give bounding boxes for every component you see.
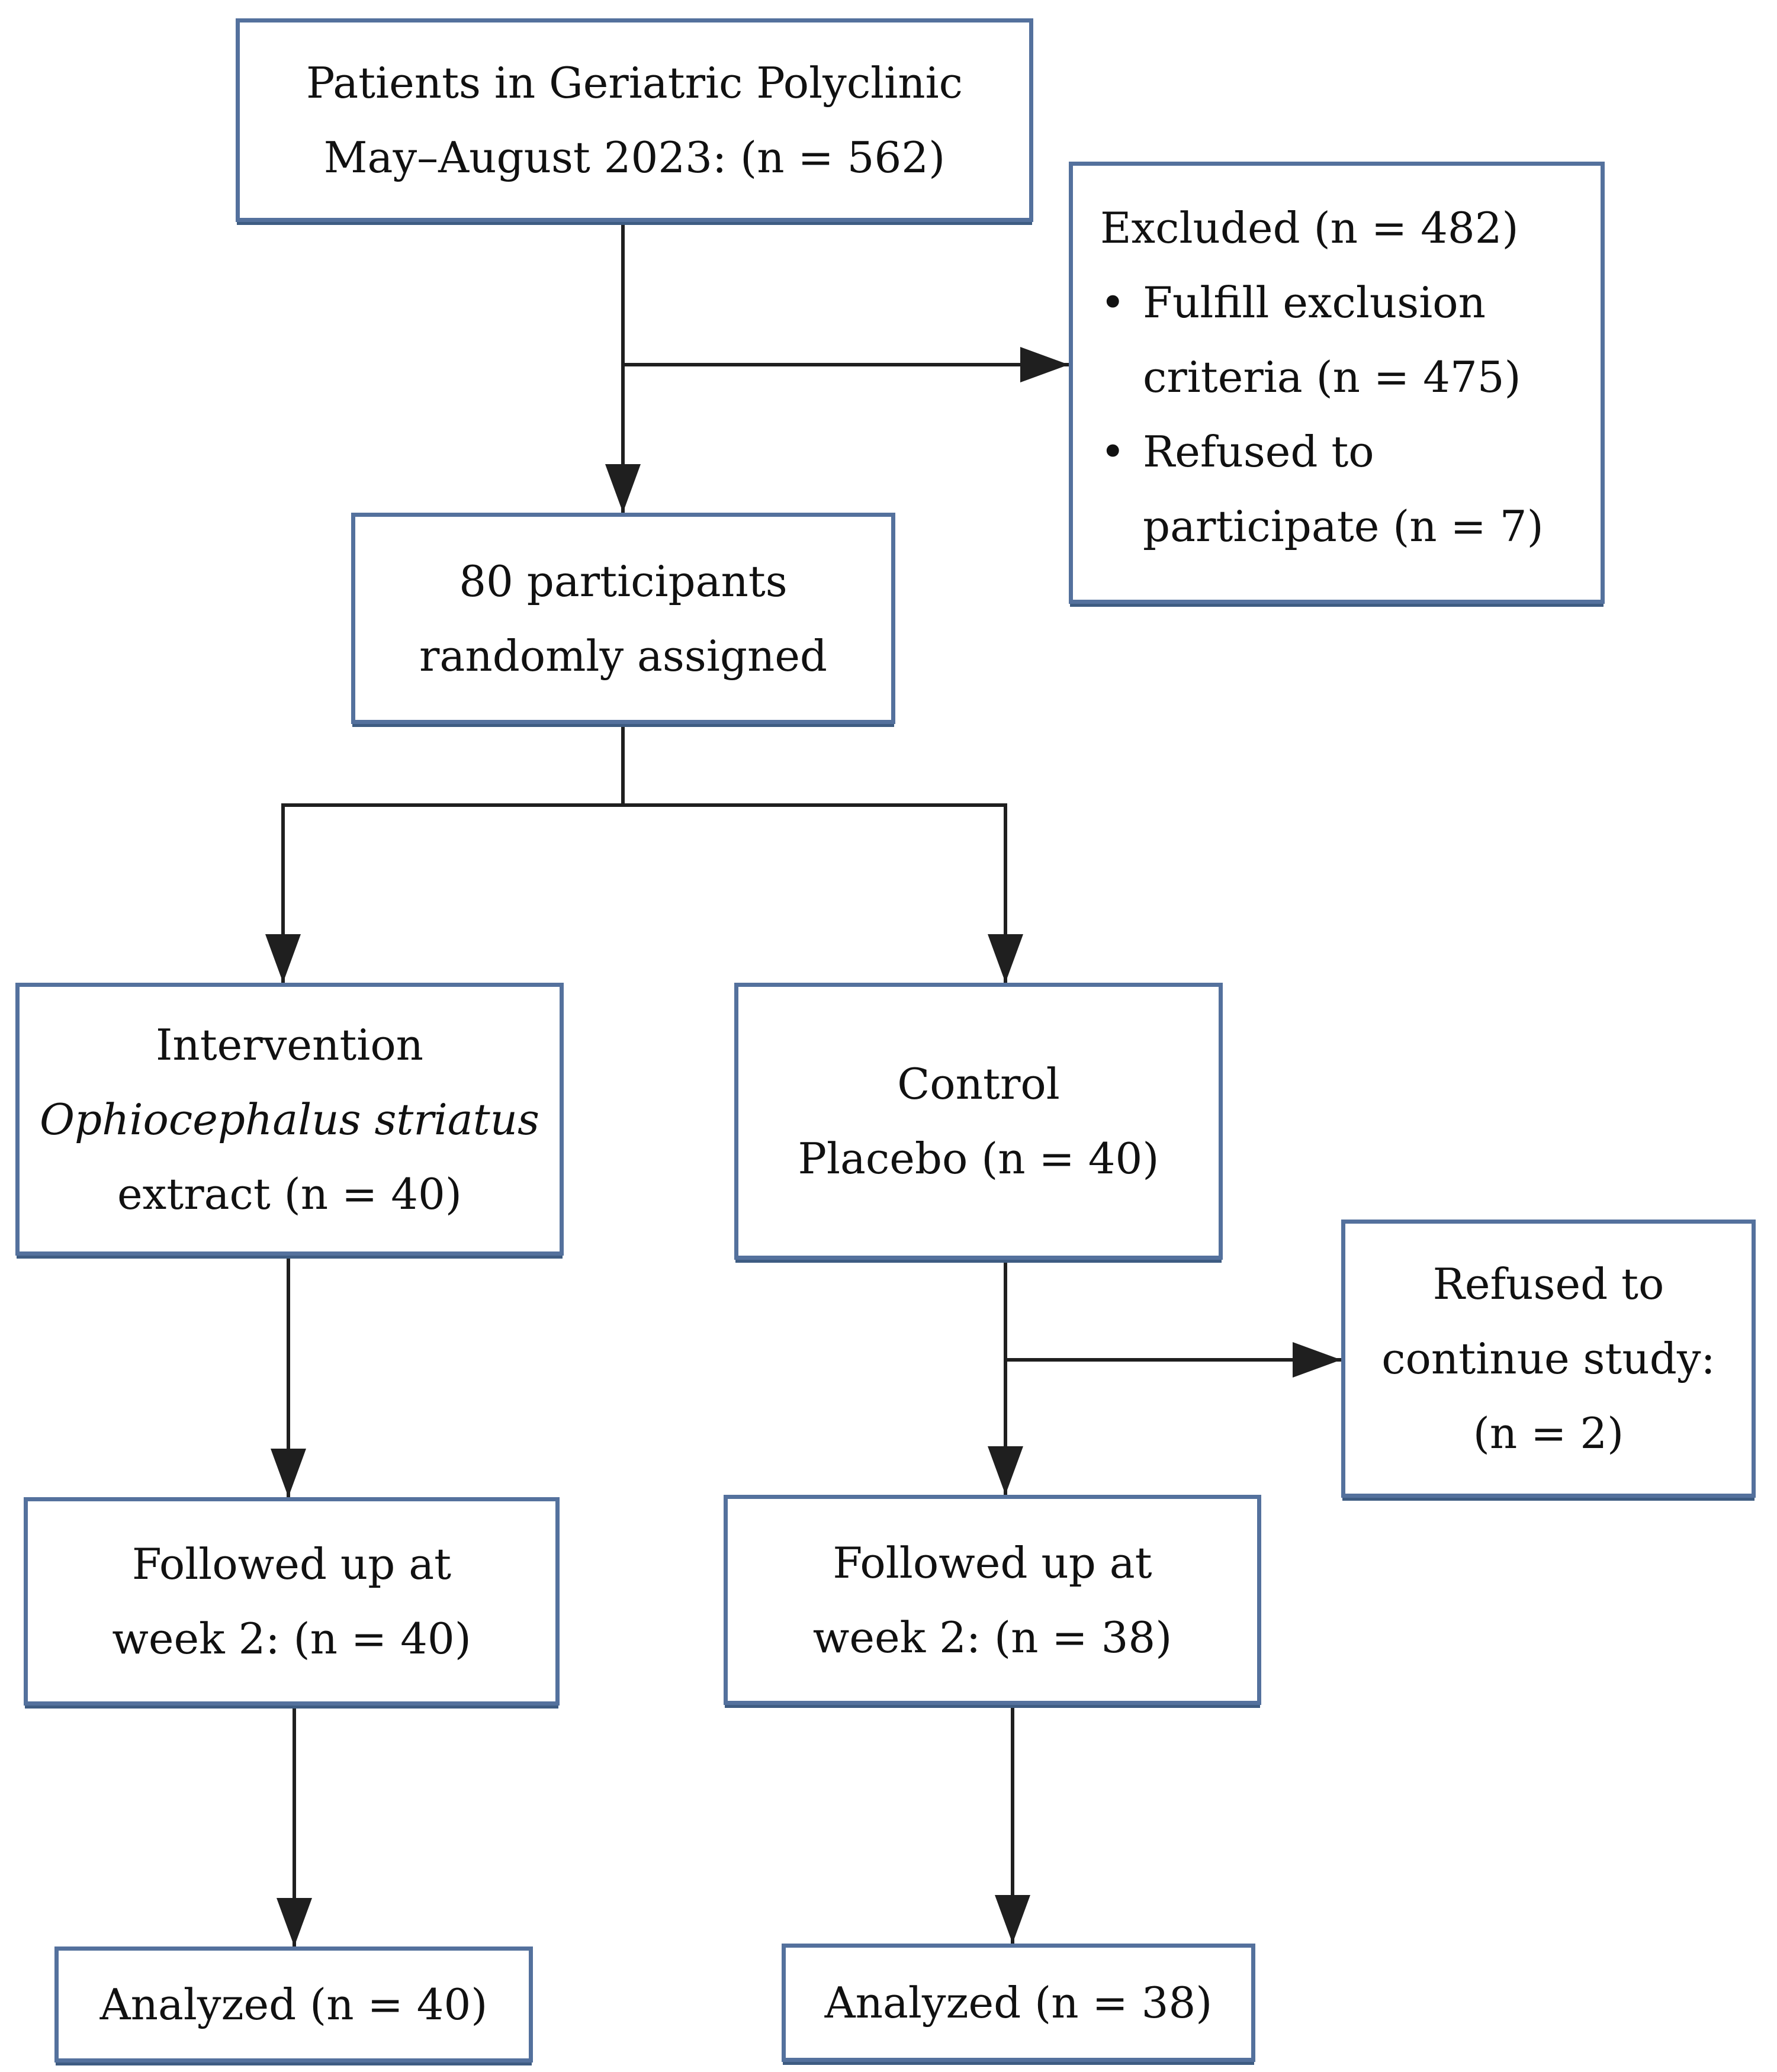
connector-split-horizontal	[281, 803, 1007, 807]
followup-intervention-box: Followed up at week 2: (n = 40)	[24, 1497, 560, 1706]
box-text-line: Intervention	[155, 1019, 424, 1070]
randomized-box: 80 participants randomly assigned	[351, 513, 895, 724]
analyzed-intervention-box: Analyzed (n = 40)	[54, 1946, 533, 2063]
box-text-line: Refused to	[1432, 1259, 1664, 1309]
box-text-line: criteria (n = 475)	[1143, 352, 1521, 402]
analyzed-control-box: Analyzed (n = 38)	[782, 1944, 1255, 2062]
bullet-icon: •	[1100, 427, 1126, 477]
arrow-down-icon	[988, 934, 1023, 983]
box-text-line: Analyzed (n = 38)	[824, 1978, 1213, 2028]
box-text-line: Placebo (n = 40)	[798, 1134, 1159, 1183]
excluded-title: Excluded (n = 482)	[1100, 203, 1519, 253]
arrow-down-icon	[265, 934, 301, 983]
excluded-bullet-item: • Refused to participate (n = 7)	[1100, 414, 1544, 564]
box-text-line: Fulfill exclusion	[1143, 278, 1486, 327]
excluded-box: Excluded (n = 482) • Fulfill exclusion c…	[1069, 162, 1605, 604]
connector-enrollment-to-randomized	[621, 222, 625, 513]
refused-to-continue-box: Refused to continue study: (n = 2)	[1341, 1220, 1756, 1498]
box-text-line: Refused to	[1143, 427, 1374, 477]
box-text-line: (n = 2)	[1473, 1408, 1624, 1458]
box-text-line: continue study:	[1381, 1334, 1715, 1384]
arrow-down-icon	[271, 1449, 306, 1497]
box-text-line: week 2: (n = 38)	[812, 1612, 1172, 1662]
connector-followup-to-analyzed-right	[1011, 1705, 1014, 1944]
species-name-text: Ophiocephalus striatus	[40, 1094, 539, 1144]
connector-followup-to-analyzed-left	[293, 1706, 296, 1946]
box-text-line: Analyzed (n = 40)	[99, 1980, 488, 2029]
connector-split-to-intervention	[281, 803, 285, 983]
arrow-down-icon	[277, 1898, 312, 1946]
connector-intervention-to-followup	[287, 1256, 290, 1497]
arrow-down-icon	[995, 1895, 1030, 1944]
connector-randomized-to-split	[621, 724, 625, 807]
box-text-line: Patients in Geriatric Polyclinic	[306, 58, 963, 108]
box-text-line: participate (n = 7)	[1143, 501, 1544, 551]
enrollment-box: Patients in Geriatric Polyclinic May–Aug…	[236, 18, 1033, 222]
box-text-line: Control	[897, 1059, 1060, 1109]
bullet-icon: •	[1100, 278, 1126, 327]
arrow-down-icon	[988, 1446, 1023, 1495]
arrow-down-icon	[605, 464, 641, 513]
arrow-right-icon	[1020, 347, 1069, 382]
box-text-line: randomly assigned	[419, 630, 828, 681]
control-box: Control Placebo (n = 40)	[734, 983, 1223, 1260]
box-text-line: May–August 2023: (n = 562)	[323, 133, 946, 182]
connector-control-to-followup	[1004, 1260, 1007, 1495]
box-text-line: 80 participants	[459, 556, 788, 606]
box-text-line: extract (n = 40)	[117, 1169, 462, 1219]
connector-to-refused-continue	[1005, 1358, 1341, 1362]
connector-to-excluded	[623, 363, 1069, 366]
excluded-bullet-item: • Fulfill exclusion criteria (n = 475)	[1100, 265, 1521, 414]
followup-control-box: Followed up at week 2: (n = 38)	[724, 1495, 1261, 1705]
box-text-line: Followed up at	[131, 1539, 452, 1589]
box-text-line: Followed up at	[833, 1537, 1152, 1588]
connector-split-to-control	[1004, 803, 1007, 983]
intervention-box: Intervention Ophiocephalus striatus extr…	[15, 983, 564, 1256]
arrow-right-icon	[1293, 1342, 1341, 1378]
box-text-line: week 2: (n = 40)	[112, 1614, 471, 1664]
